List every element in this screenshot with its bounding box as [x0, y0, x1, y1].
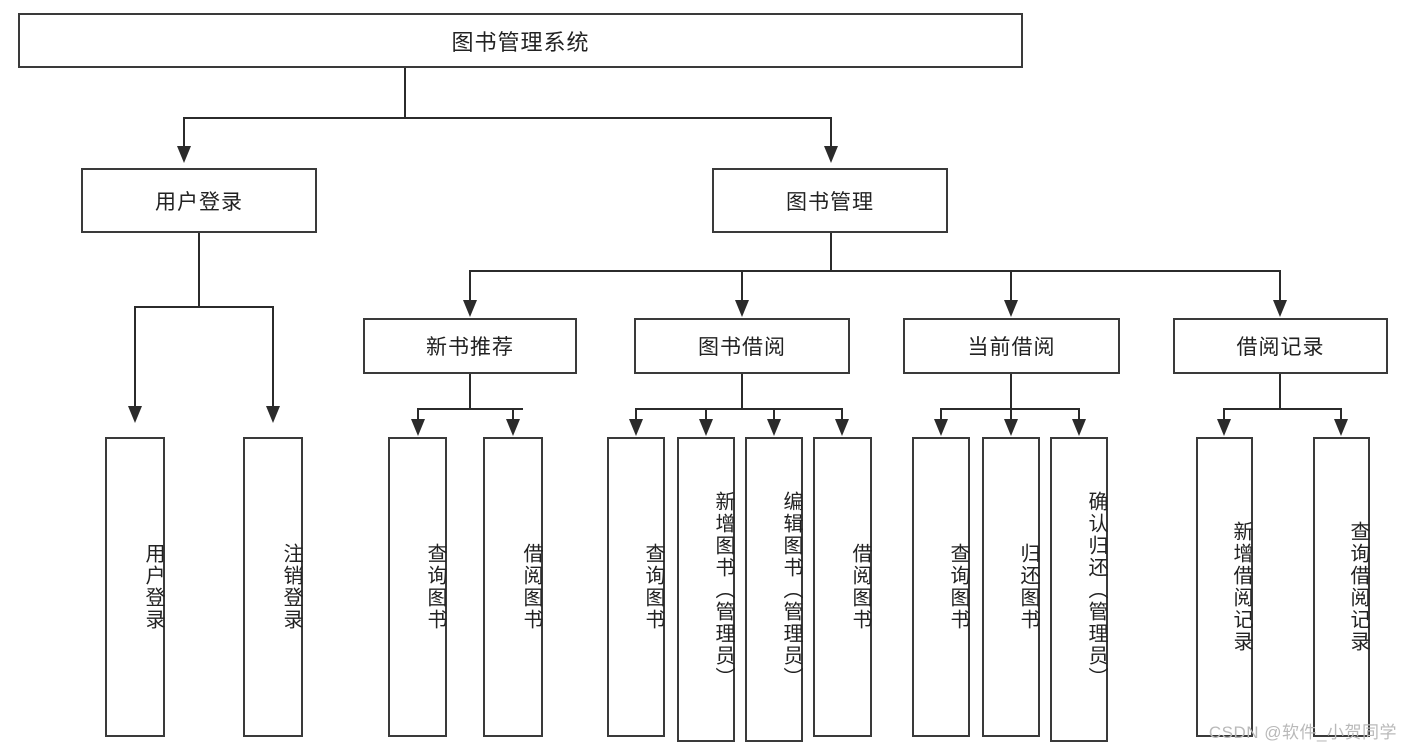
connector-userlogin-trunk: [198, 233, 200, 307]
connector-root-bar: [183, 117, 832, 119]
leaf-borrow-book-borrow[interactable]: 借阅图书: [813, 437, 872, 737]
connector-current-bar: [940, 408, 1079, 410]
node-root[interactable]: 图书管理系统: [18, 13, 1023, 68]
connector-userlogin-bar: [134, 306, 273, 308]
node-new-book-recommend[interactable]: 新书推荐: [363, 318, 577, 374]
connector-records-leaf2: [1340, 408, 1342, 422]
connector-current-leaf3: [1078, 408, 1080, 422]
node-book-borrow[interactable]: 图书借阅: [634, 318, 850, 374]
node-book-management-label: 图书管理: [786, 190, 874, 214]
arrow-root-to-bookmgmt-icon: [824, 146, 838, 163]
arrow-borrow-icon: [735, 300, 749, 317]
arrow-root-to-login-icon: [177, 146, 191, 163]
arrow-borrow-leaf1-icon: [629, 419, 643, 436]
leaf-confirm-return-admin[interactable]: 确认归还（管理员）: [1050, 437, 1108, 742]
node-borrow-records[interactable]: 借阅记录: [1173, 318, 1388, 374]
connector-borrow-bar: [635, 408, 842, 410]
leaf-query-book-borrow[interactable]: 查询图书: [607, 437, 665, 737]
node-book-borrow-label: 图书借阅: [698, 336, 786, 359]
connector-borrow-leaf1: [635, 408, 637, 422]
leaf-query-borrow-record[interactable]: 查询借阅记录: [1313, 437, 1370, 737]
leaf-add-borrow-record-label: 新增借阅记录: [1230, 521, 1252, 653]
leaf-query-book-current[interactable]: 查询图书: [912, 437, 970, 737]
connector-newbooks-leaf2: [512, 408, 514, 422]
arrow-borrow-leaf3-icon: [767, 419, 781, 436]
node-user-login[interactable]: 用户登录: [81, 168, 317, 233]
connector-records-trunk: [1279, 374, 1281, 409]
connector-bookmgmt-to-borrow: [741, 270, 743, 303]
connector-bookmgmt-to-current: [1010, 270, 1012, 303]
leaf-add-borrow-record[interactable]: 新增借阅记录: [1196, 437, 1253, 737]
node-new-book-recommend-label: 新书推荐: [426, 336, 514, 359]
leaf-query-book-current-label: 查询图书: [947, 543, 969, 631]
connector-records-leaf1: [1223, 408, 1225, 422]
arrow-newbooks-leaf2-icon: [506, 419, 520, 436]
connector-newbooks-trunk: [469, 374, 471, 409]
connector-records-bar: [1223, 408, 1342, 410]
arrow-records-icon: [1273, 300, 1287, 317]
arrow-current-leaf1-icon: [934, 419, 948, 436]
connector-newbooks-bar: [417, 408, 523, 410]
leaf-add-book-admin[interactable]: 新增图书（管理员）: [677, 437, 735, 742]
leaf-query-book-newbooks-label: 查询图书: [424, 543, 446, 631]
leaf-edit-book-admin-label: 编辑图书（管理员）: [780, 490, 802, 689]
connector-borrow-leaf4: [841, 408, 843, 422]
connector-bookmgmt-bar: [469, 270, 1281, 272]
connector-newbooks-leaf1: [417, 408, 419, 422]
connector-bookmgmt-to-records: [1279, 270, 1281, 303]
arrow-borrow-leaf2-icon: [699, 419, 713, 436]
arrow-userlogin-leaf2-icon: [266, 406, 280, 423]
connector-current-leaf2: [1010, 408, 1012, 422]
node-current-borrow-label: 当前借阅: [967, 336, 1056, 359]
connector-userlogin-to-leaf2: [272, 306, 274, 409]
leaf-borrow-book-borrow-label: 借阅图书: [849, 543, 871, 631]
leaf-return-book[interactable]: 归还图书: [982, 437, 1040, 737]
arrow-current-leaf3-icon: [1072, 419, 1086, 436]
node-user-login-label: 用户登录: [155, 190, 243, 214]
leaf-confirm-return-admin-label: 确认归还（管理员）: [1085, 490, 1107, 689]
leaf-logout-label: 注销登录: [280, 543, 302, 631]
node-borrow-records-label: 借阅记录: [1236, 336, 1325, 359]
watermark: CSDN @软件_小贺同学: [1208, 723, 1397, 742]
connector-userlogin-to-leaf1: [134, 306, 136, 409]
leaf-edit-book-admin[interactable]: 编辑图书（管理员）: [745, 437, 803, 742]
connector-borrow-leaf2: [705, 408, 707, 422]
connector-current-trunk: [1010, 374, 1012, 409]
arrow-borrow-leaf4-icon: [835, 419, 849, 436]
connector-bookmgmt-to-newbooks: [469, 270, 471, 303]
leaf-user-login-label: 用户登录: [142, 543, 164, 631]
leaf-query-book-borrow-label: 查询图书: [642, 543, 664, 631]
leaf-user-login[interactable]: 用户登录: [105, 437, 165, 737]
arrow-current-icon: [1004, 300, 1018, 317]
arrow-records-leaf2-icon: [1334, 419, 1348, 436]
node-book-management[interactable]: 图书管理: [712, 168, 948, 233]
connector-current-leaf1: [940, 408, 942, 422]
connector-borrow-trunk: [741, 374, 743, 409]
arrow-newbooks-icon: [463, 300, 477, 317]
node-root-label: 图书管理系统: [451, 29, 590, 55]
connector-borrow-leaf3: [773, 408, 775, 422]
arrow-records-leaf1-icon: [1217, 419, 1231, 436]
connector-root-trunk: [404, 68, 406, 118]
leaf-query-book-newbooks[interactable]: 查询图书: [388, 437, 447, 737]
leaf-borrow-book-newbooks[interactable]: 借阅图书: [483, 437, 543, 737]
connector-root-to-bookmgmt: [830, 117, 832, 149]
leaf-query-borrow-record-label: 查询借阅记录: [1347, 521, 1369, 653]
connector-bookmgmt-trunk: [830, 233, 832, 271]
leaf-return-book-label: 归还图书: [1017, 543, 1039, 631]
leaf-logout[interactable]: 注销登录: [243, 437, 303, 737]
arrow-userlogin-leaf1-icon: [128, 406, 142, 423]
leaf-borrow-book-newbooks-label: 借阅图书: [520, 543, 542, 631]
connector-root-to-login: [183, 117, 185, 149]
arrow-current-leaf2-icon: [1004, 419, 1018, 436]
arrow-newbooks-leaf1-icon: [411, 419, 425, 436]
leaf-add-book-admin-label: 新增图书（管理员）: [712, 490, 734, 689]
node-current-borrow[interactable]: 当前借阅: [903, 318, 1120, 374]
